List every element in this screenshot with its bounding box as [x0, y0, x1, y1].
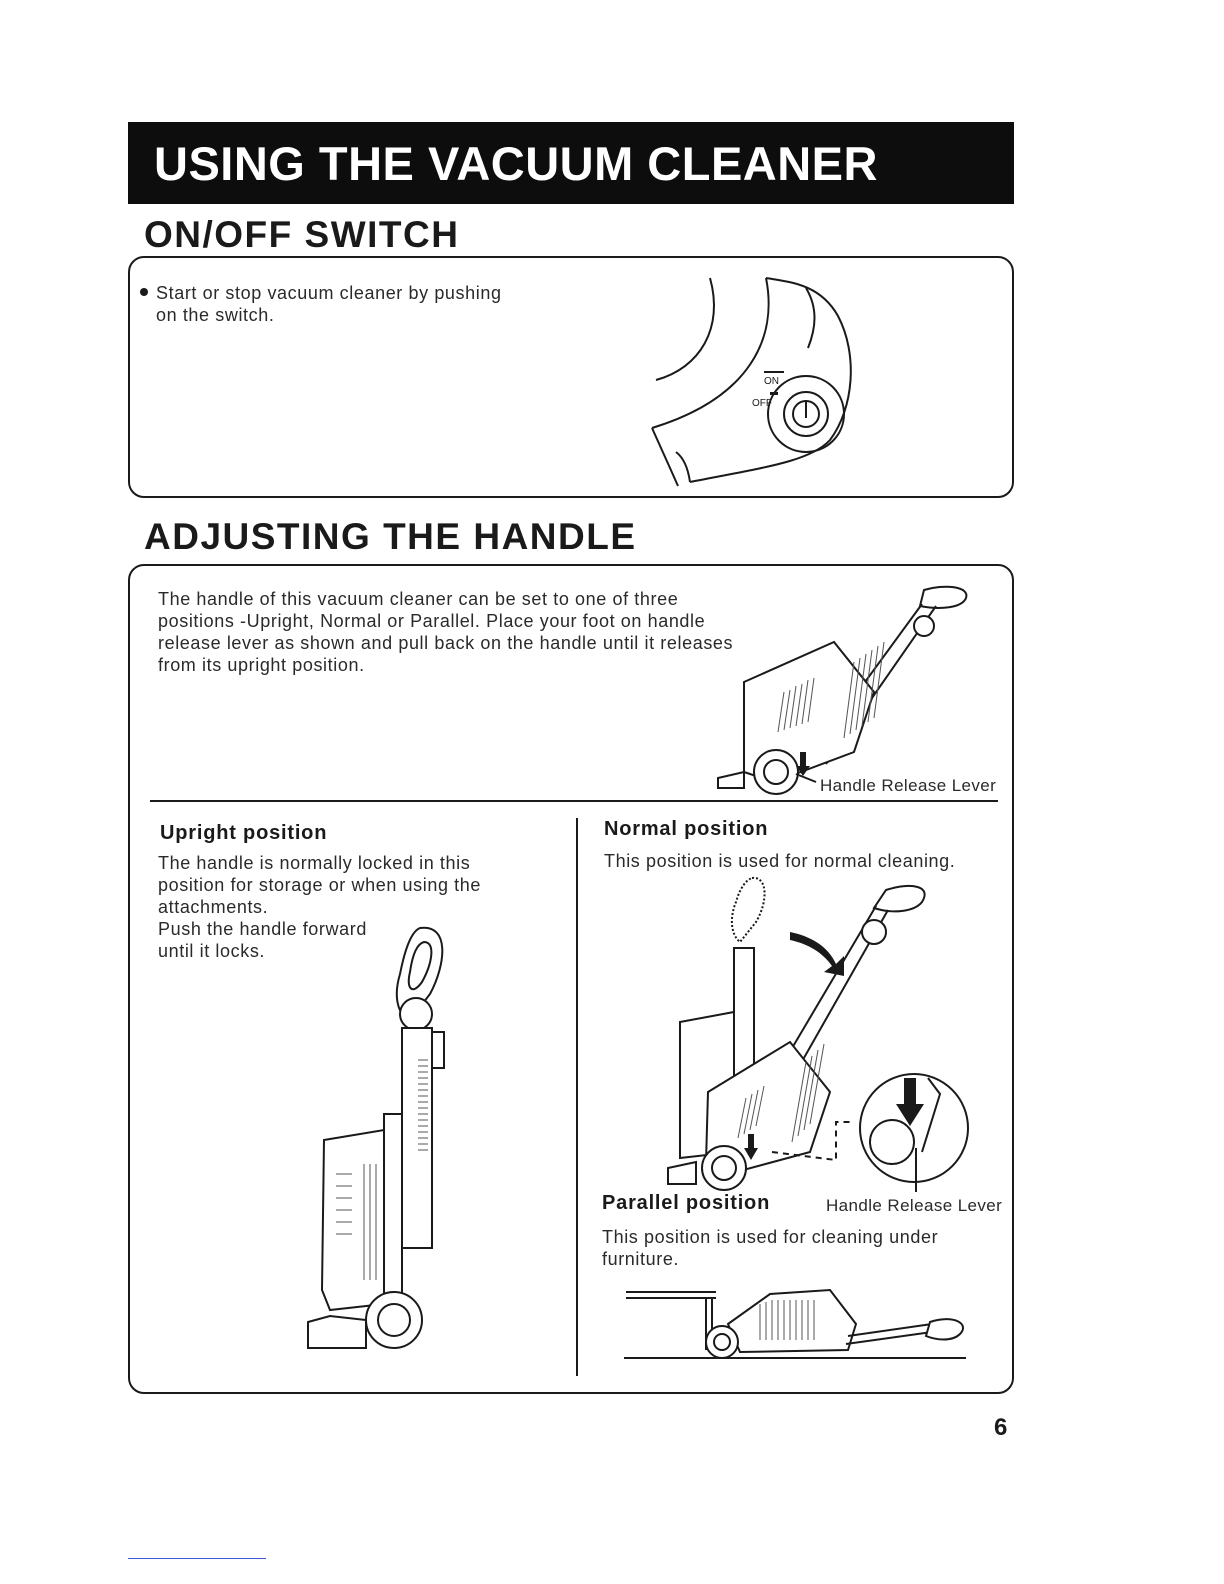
normal-position-illustration [667, 876, 969, 1192]
upright-vacuum-illustration [307, 926, 445, 1349]
normal-title: Normal position [604, 818, 769, 840]
bullet-icon [140, 288, 148, 296]
parallel-lever-label: Handle Release Lever [826, 1196, 1003, 1215]
parallel-text: This position is used for cleaning under… [602, 1227, 939, 1269]
upright-title: Upright position [160, 822, 328, 844]
power-switch-diagram: ON OFF [651, 277, 852, 487]
adjust-panel [128, 564, 1014, 1394]
parallel-position-illustration [624, 1288, 966, 1359]
switch-off-label: OFF [752, 398, 772, 409]
column-divider [576, 818, 578, 1376]
adjust-heading: ADJUSTING THE HANDLE [144, 516, 637, 557]
adjust-intro: The handle of this vacuum cleaner can be… [158, 589, 734, 675]
upright-text: The handle is normally locked in this po… [158, 853, 481, 917]
section-divider [150, 800, 998, 802]
upright-text-push: Push the handle forward until it locks. [158, 919, 367, 961]
page-title: USING THE VACUUM CLEANER [154, 137, 878, 190]
onoff-heading: ON/OFF SWITCH [144, 214, 460, 255]
vacuum-release-lever-diagram [717, 585, 968, 795]
footer-rule [128, 1558, 266, 1559]
parallel-title: Parallel position [602, 1192, 771, 1214]
title-banner: USING THE VACUUM CLEANER [128, 122, 1014, 204]
page-number: 6 [994, 1414, 1008, 1441]
switch-on-label: ON [764, 376, 779, 387]
normal-text: This position is used for normal cleanin… [604, 851, 956, 871]
onoff-panel [128, 256, 1014, 498]
onoff-instruction: Start or stop vacuum cleaner by pushing … [156, 283, 502, 325]
handle-release-lever-label: Handle Release Lever [820, 776, 997, 795]
